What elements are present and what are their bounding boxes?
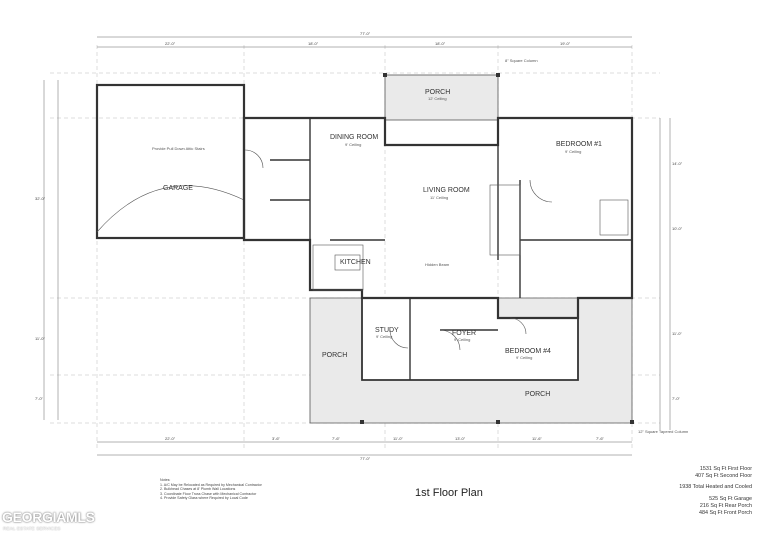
room-label-bedroom-1: BEDROOM #1: [556, 141, 602, 148]
living-ceiling: 11' Ceiling: [430, 195, 448, 200]
column-note-top: 8" Square Column: [505, 58, 538, 63]
room-label-foyer: FOYER: [452, 330, 476, 337]
house-exterior-walls: [242, 116, 634, 320]
room-label-porch-left: PORCH: [322, 352, 347, 359]
stat-second-floor: 407 Sq Ft Second Floor: [695, 473, 752, 480]
porch-rear-ceiling: 12' Ceiling: [428, 96, 447, 101]
rear-porch-area: [384, 74, 499, 121]
note-line: 2. Bulkhead Chases at 8' Plumb Wall Loca…: [160, 487, 236, 492]
note-line: 4. Provide Safety Glass where Required b…: [160, 496, 248, 501]
dim-bottom-3: 7'-6": [332, 436, 341, 441]
stat-front-porch: 484 Sq Ft Front Porch: [698, 510, 752, 517]
column-note-bottom: 12" Square Tapered Column: [638, 429, 688, 434]
plan-notes: Notes: 1. A/C May be Relocated as Requir…: [160, 478, 330, 501]
dim-left-3: 7'-0": [35, 396, 44, 401]
stat-first-floor: 1531 Sq Ft First Floor: [699, 466, 752, 472]
dim-overall-bottom: 77'-0": [360, 456, 371, 461]
kitchen-counter: [312, 244, 364, 291]
room-label-bedroom-4: BEDROOM #4: [505, 348, 551, 355]
room-label-porch-front: PORCH: [525, 391, 550, 398]
dim-left-1: 32'-0": [35, 196, 46, 201]
room-label-study: STUDY: [375, 327, 399, 334]
dim-bottom-2: 3'-6": [272, 436, 281, 441]
interior-walls: [270, 118, 632, 380]
front-rooms-walls: [361, 298, 579, 381]
dim-top-3: 18'-0": [435, 41, 446, 46]
dim-bottom-5: 13'-0": [455, 436, 466, 441]
door-swings: [244, 149, 553, 351]
stat-rear-porch: 216 Sq Ft Rear Porch: [699, 502, 752, 509]
dim-overall-top: 77'-0": [360, 31, 371, 36]
note-line: 1. A/C May be Relocated as Required by M…: [160, 482, 262, 487]
dim-top-4: 19'-0": [560, 41, 571, 46]
kitchen-island: [334, 254, 361, 271]
garage-note: Provide Pull Down Attic Stairs: [152, 146, 205, 151]
porch-columns: [360, 73, 634, 424]
living-beam: Hidden Beam: [425, 262, 450, 267]
dim-right-2: 10'-0": [672, 226, 683, 231]
dining-ceiling: 9' Ceiling: [345, 142, 361, 147]
bedroom-4-ceiling: 9' Ceiling: [516, 355, 532, 360]
garage-door-swing: [96, 185, 245, 233]
room-label-garage: GARAGE: [163, 185, 193, 192]
dim-left-2: 11'-0": [35, 336, 45, 341]
dimension-lines: [43, 36, 671, 456]
dim-right-4: 7'-0": [672, 396, 681, 401]
note-line: 3. Coordinate Floor Truss Chase with Mec…: [160, 491, 257, 496]
watermark-logo: GEORGIAMLS: [2, 509, 95, 525]
dim-bottom-1: 22'-0": [165, 436, 176, 441]
room-label-dining-room: DINING ROOM: [330, 134, 378, 141]
watermark-subtitle: REAL ESTATE SERVICES: [3, 526, 61, 531]
room-label-porch-rear: PORCH: [425, 89, 450, 96]
plan-title: 1st Floor Plan: [415, 487, 483, 499]
room-label-living-room: LIVING ROOM: [423, 187, 470, 194]
georgiamls-watermark: GEORGIAMLS REAL ESTATE SERVICES: [0, 508, 95, 533]
dim-right-3: 11'-0": [672, 331, 682, 336]
stat-garage: 525 Sq Ft Garage: [709, 495, 752, 502]
foyer-ceiling: 9' Ceiling: [454, 337, 470, 342]
stat-total-heated: 1938 Total Heated and Cooled: [679, 484, 752, 491]
garage-walls: [95, 83, 246, 240]
dim-bottom-6: 11'-6": [532, 436, 542, 441]
dim-top-1: 22'-0": [165, 41, 176, 46]
dim-bottom-4: 11'-0": [393, 436, 403, 441]
dim-bottom-7: 7'-6": [596, 436, 605, 441]
dim-top-2: 18'-0": [308, 41, 319, 46]
bedroom-1-ceiling: 9' Ceiling: [565, 149, 581, 154]
room-label-kitchen: KITCHEN: [340, 259, 371, 266]
square-footage-summary: 1531 Sq Ft First Floor 407 Sq Ft Second …: [640, 466, 752, 517]
study-ceiling: 9' Ceiling: [376, 334, 392, 339]
note-heading: Notes:: [160, 478, 171, 482]
dim-right-1: 14'-0": [672, 161, 683, 166]
